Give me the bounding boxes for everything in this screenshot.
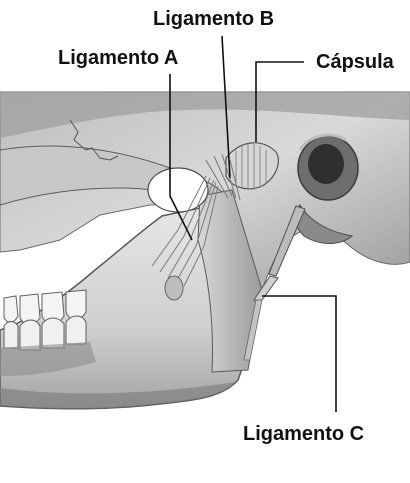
label-ligamento-c: Ligamento C bbox=[243, 424, 364, 444]
label-ligamento-a: Ligamento A bbox=[58, 48, 178, 68]
leader-ligamento-c bbox=[262, 296, 336, 412]
label-ligamento-b: Ligamento B bbox=[153, 9, 274, 29]
lingula bbox=[165, 276, 183, 300]
ear-canal-inner bbox=[308, 144, 344, 184]
label-capsula: Cápsula bbox=[316, 52, 394, 72]
